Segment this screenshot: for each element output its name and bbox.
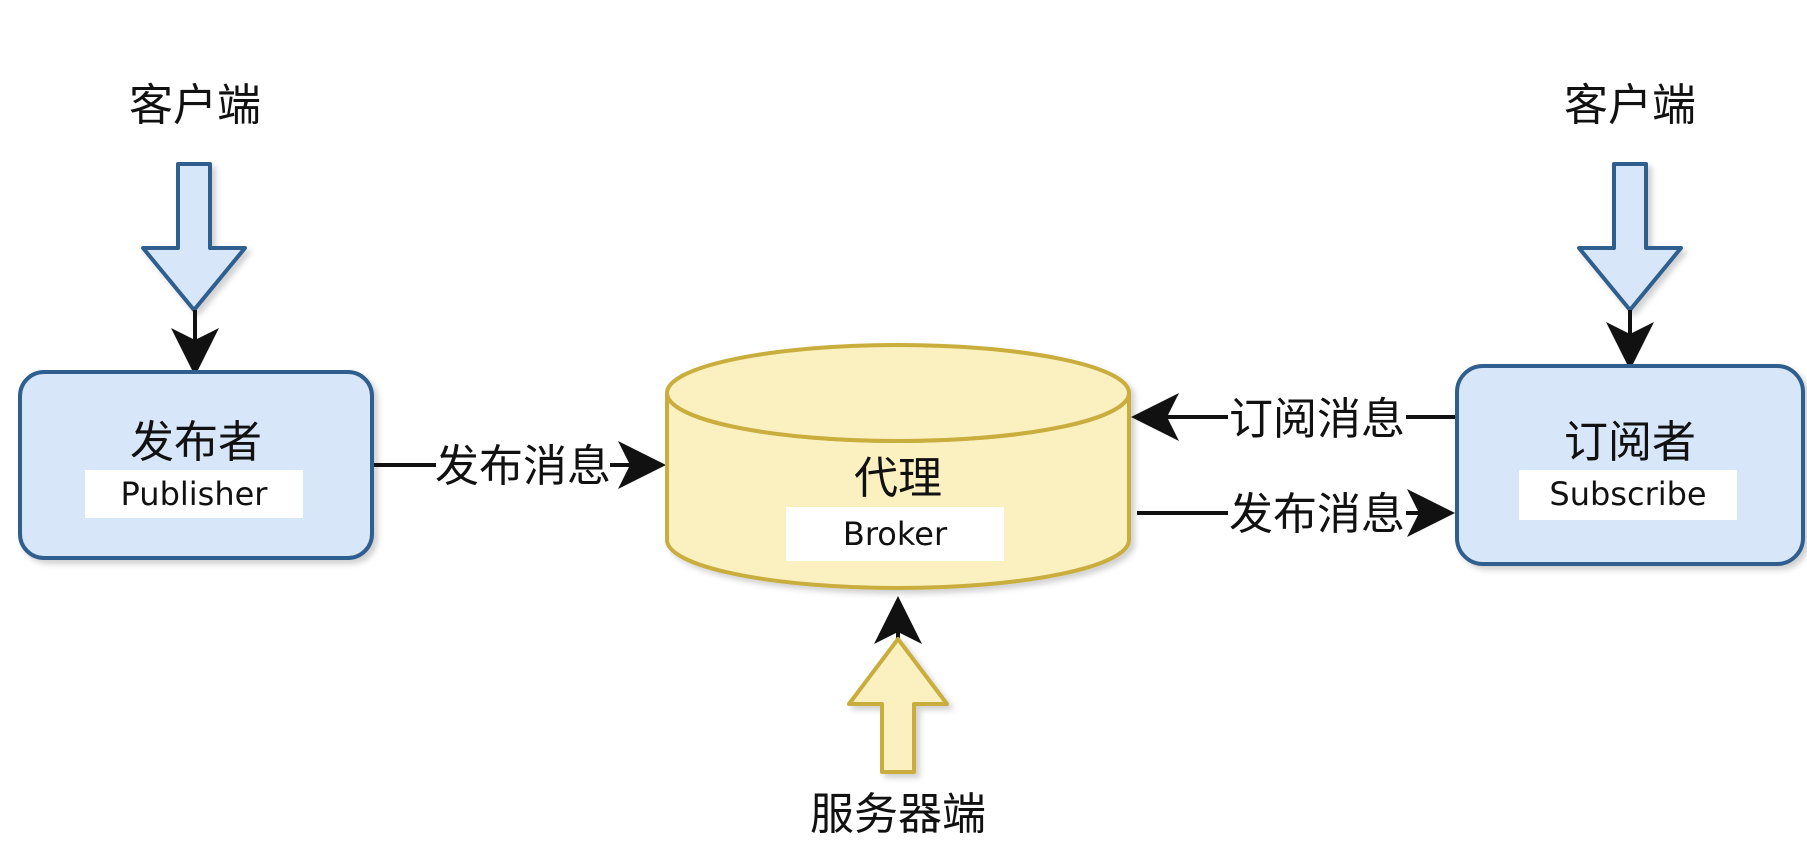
subscribe-edge-label: 订阅消息	[1229, 394, 1405, 445]
hollow-down-arrow-icon	[1577, 162, 1683, 312]
publisher-subtitle: Publisher	[121, 475, 269, 513]
server-label: 服务器端	[810, 789, 986, 840]
subscriber-subtitle: Subscribe	[1549, 475, 1706, 513]
subscribe-edge-label-bg	[1228, 390, 1406, 444]
publish-edge-label: 发布消息	[435, 441, 611, 492]
subscriber-title: 订阅者	[1564, 417, 1696, 468]
client-left-label: 客户端	[129, 80, 261, 131]
server-hollow-arrow	[847, 637, 949, 774]
client-left-hollow-arrow	[141, 162, 247, 312]
client-right-hollow-arrow	[1577, 162, 1683, 312]
publisher-title: 发布者	[130, 417, 262, 468]
broker-cylinder-top	[665, 343, 1131, 443]
broker-subtitle: Broker	[843, 515, 948, 553]
hollow-up-arrow-icon	[847, 637, 949, 774]
publish-edge-label-bg	[436, 438, 610, 492]
hollow-down-arrow-icon	[141, 162, 247, 312]
broker-node	[665, 343, 1131, 590]
broker-subtitle-bg	[786, 507, 1004, 561]
broker-to-subscriber-label: 发布消息	[1229, 489, 1405, 540]
publisher-subtitle-bg	[85, 470, 303, 518]
subscriber-subtitle-bg	[1519, 470, 1737, 520]
client-right-label: 客户端	[1564, 80, 1696, 131]
broker-to-subscriber-label-bg	[1228, 486, 1406, 540]
broker-title: 代理	[854, 453, 942, 504]
